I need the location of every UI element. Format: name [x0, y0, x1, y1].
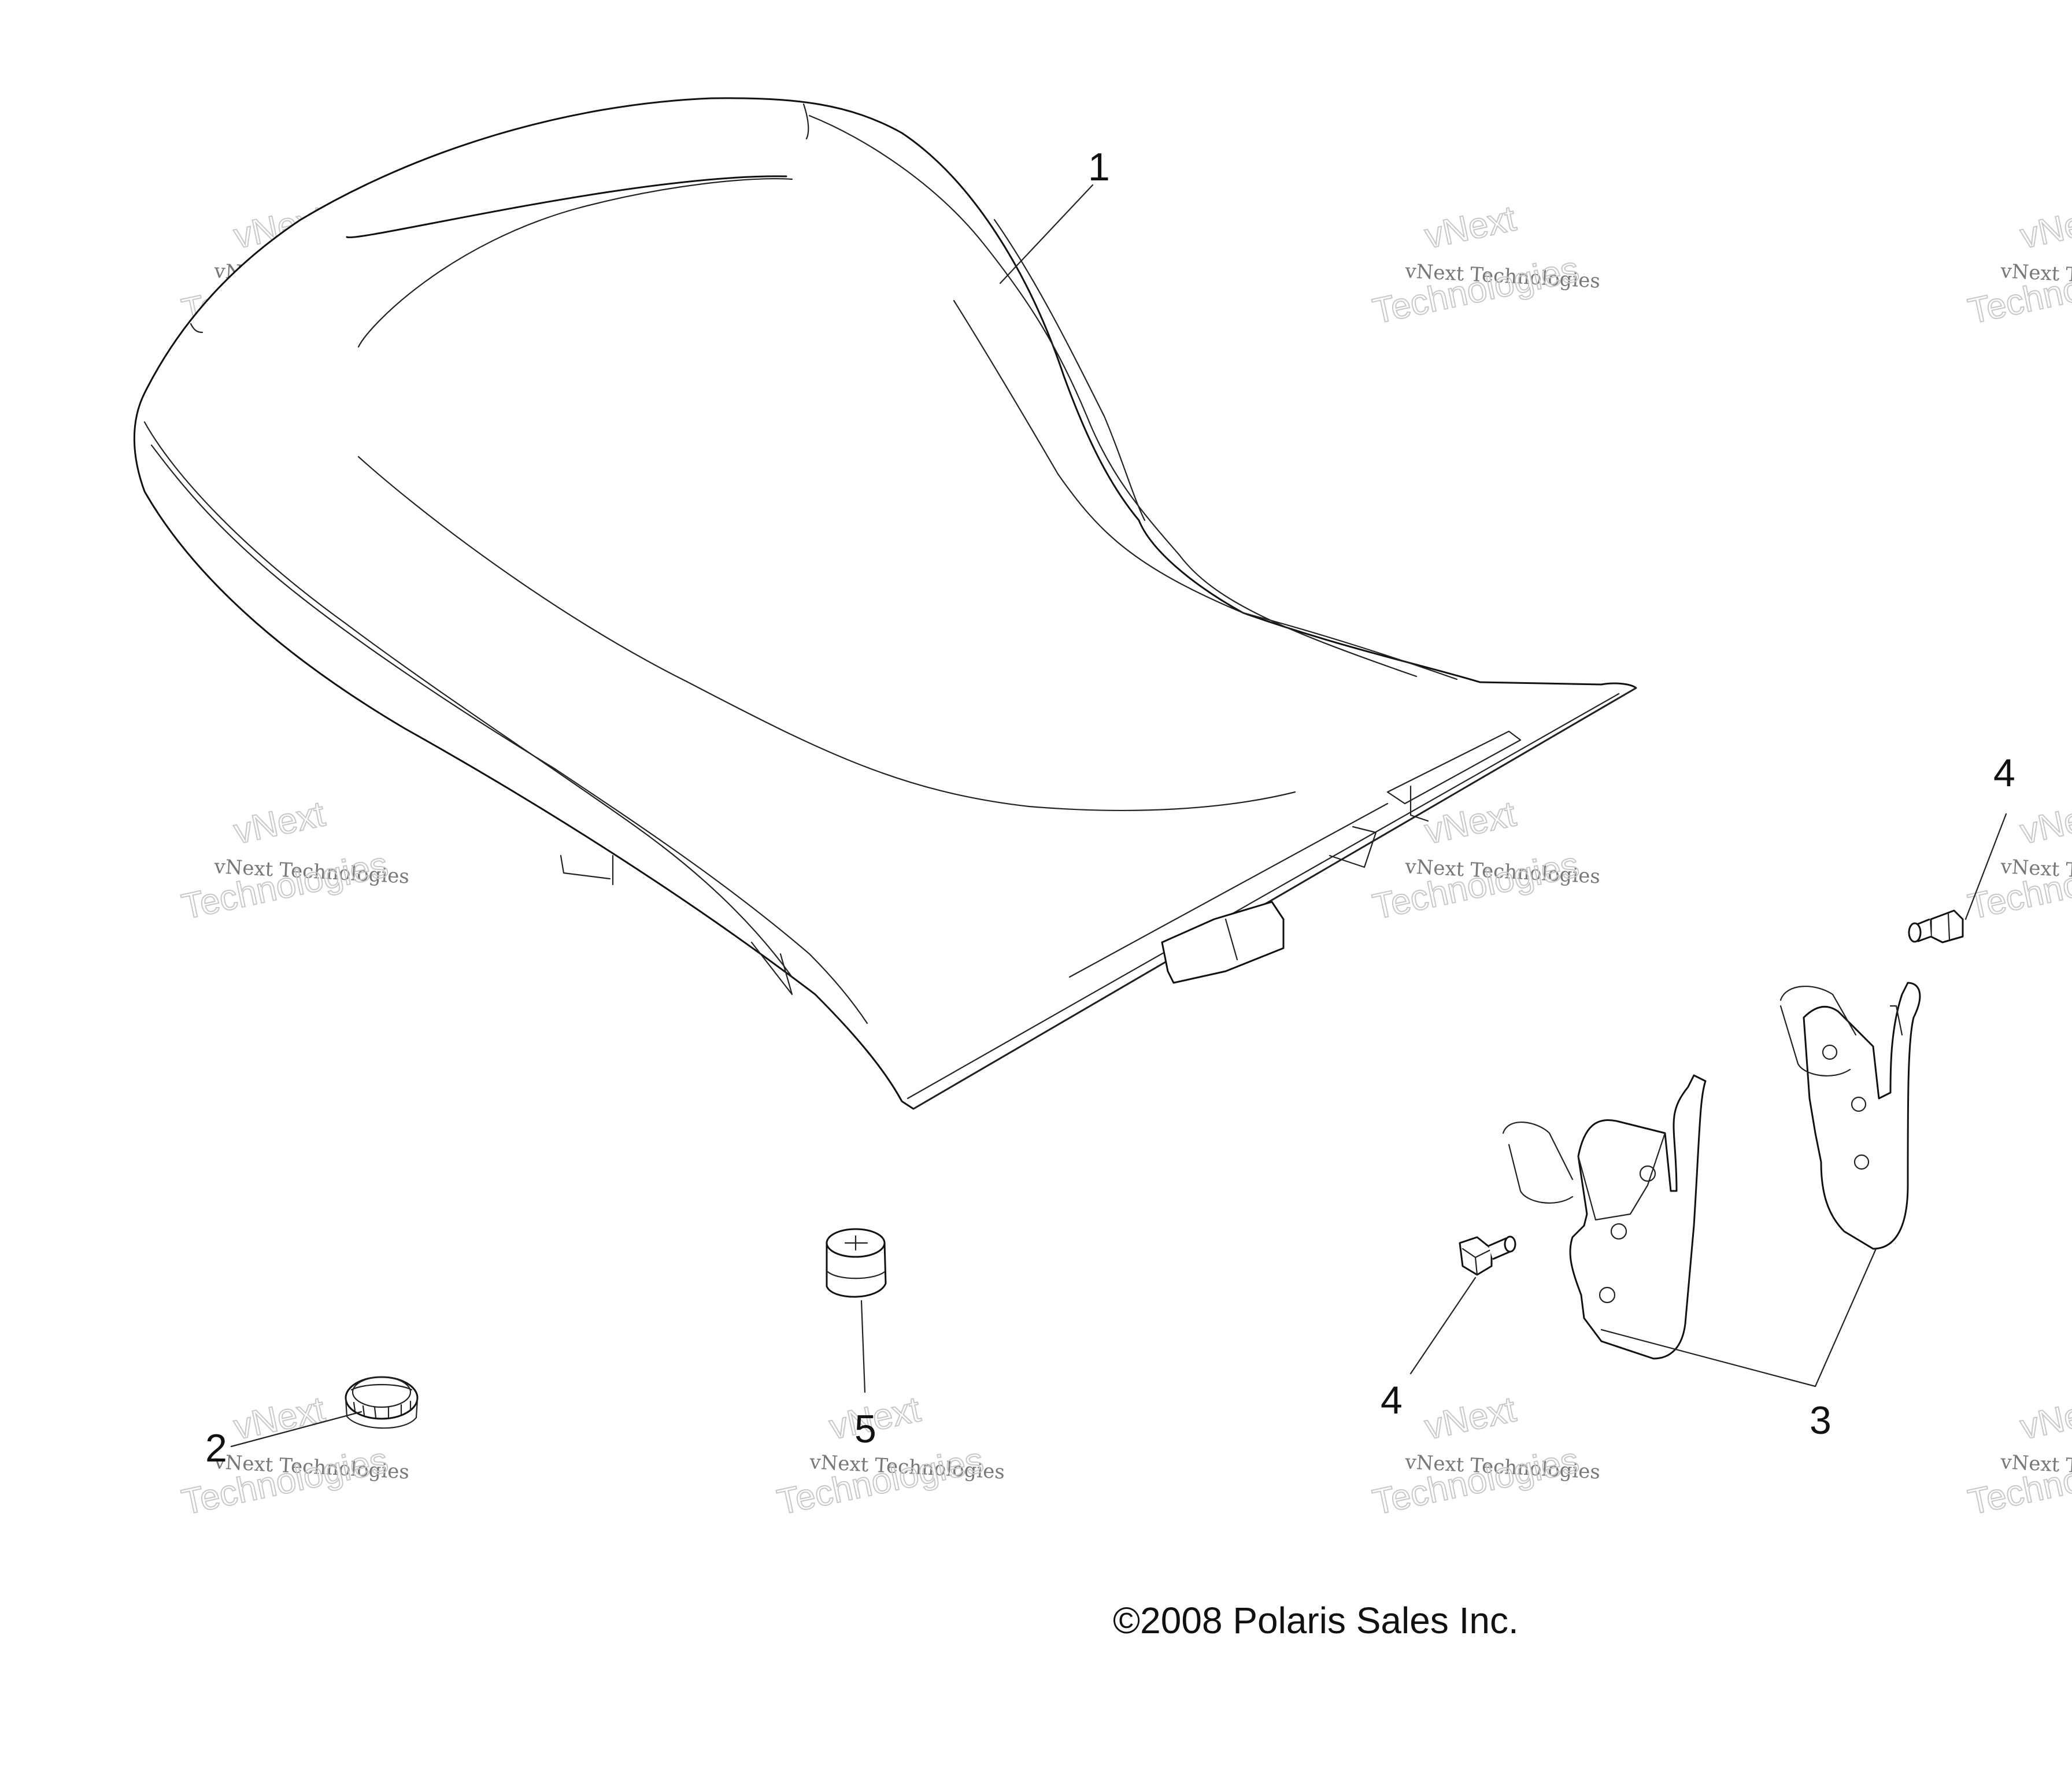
watermark-word-vnext: vNext	[231, 794, 328, 852]
callout-1: 1	[1088, 145, 1110, 189]
callout-2: 2	[205, 1426, 227, 1470]
callout-5: 5	[854, 1407, 876, 1451]
watermark-word-technologies: Technologies	[1370, 845, 1582, 927]
callout-4-lower: 4	[1381, 1378, 1403, 1422]
watermark-word-vnext: vNext	[1422, 198, 1519, 256]
watermark-word-vnext: vNext	[2017, 794, 2072, 852]
watermark-word-vnext: vNext	[231, 1389, 328, 1447]
copyright-notice: ©2008 Polaris Sales Inc.	[1113, 1600, 1519, 1641]
watermark-word-technologies: Technologies	[1370, 249, 1582, 332]
bolt-part-4-upper[interactable]	[1908, 909, 1964, 944]
watermark-word-vnext: vNext	[1422, 1389, 1519, 1447]
bumper-part-5[interactable]	[826, 1228, 887, 1298]
bolt-part-4-lower[interactable]	[1459, 1235, 1516, 1276]
watermark-word-technologies: Technologies	[774, 1440, 987, 1523]
watermark-word-vnext: vNext	[2017, 1389, 2072, 1447]
grommet-part-2[interactable]	[345, 1376, 419, 1429]
watermark-word-technologies: Technologies	[179, 845, 391, 927]
bracket-part-3[interactable]	[1502, 982, 1921, 1360]
callout-labels: 1 2 3 4 4 5	[205, 145, 2015, 1470]
seat-part-1[interactable]	[133, 97, 1637, 1110]
leader-lines	[230, 184, 2007, 1448]
watermark-word-vnext: vNext	[2017, 198, 2072, 256]
watermark-word-technologies: Technologies	[1370, 1440, 1582, 1523]
callout-4-upper: 4	[1993, 751, 2015, 795]
callout-3: 3	[1810, 1398, 1832, 1442]
